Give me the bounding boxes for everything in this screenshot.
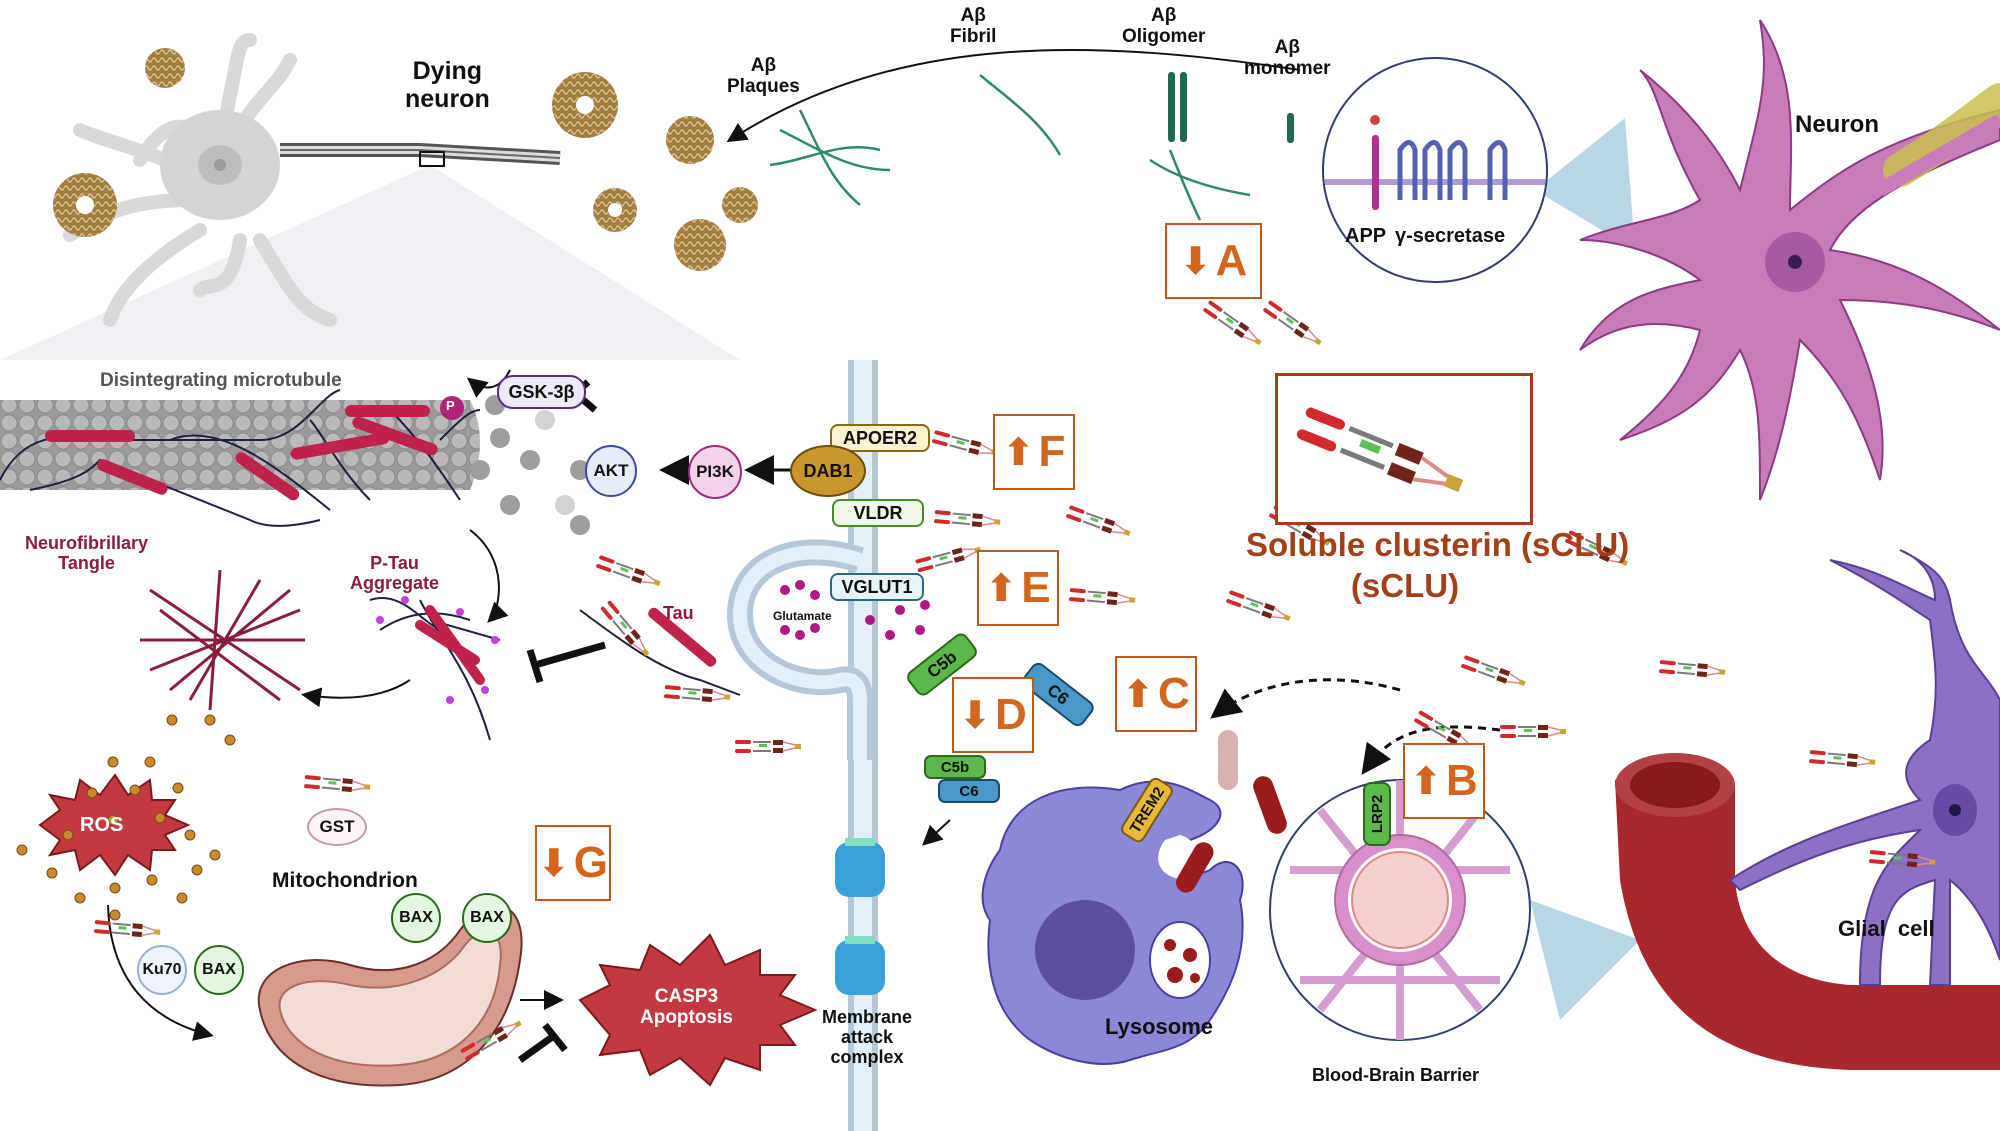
ros-label: ROS [80,814,124,836]
sclu-feature-box [1275,373,1533,525]
tau-label: Tau [663,603,694,623]
down-arrow-icon: ⬇ [1179,240,1212,283]
p-tau-aggregate [369,596,501,741]
neurofibrillary-tangle-label: Neurofibrillary Tangle [25,533,149,574]
abeta-fibrils [769,74,1251,221]
bax-node-1: BAX [391,893,441,943]
dying-neuron-illustration [63,33,561,327]
sclu-title: Soluble clusterin (sCLU) [1246,526,1630,563]
up-arrow-icon: ⬆ [1002,431,1035,474]
abeta-plaques-label: Aβ Plaques [727,55,800,98]
amyloid-plaques [53,48,758,271]
bax-node-2: BAX [462,893,512,943]
marker-c: ⬆C [1115,656,1197,732]
up-arrow-icon: ⬆ [985,567,1018,610]
abeta-fibril-label: Aβ Fibril [950,5,997,48]
marker-b: ⬆B [1403,743,1485,819]
bbb-label: Blood-Brain Barrier [1312,1065,1480,1085]
gamma-secretase-label: γ-secretase [1395,225,1506,247]
marker-a: ⬇A [1165,223,1262,299]
zoom-projection [0,165,740,360]
vglut1-transporter: VGLUT1 [830,573,924,601]
microtubule [0,389,590,535]
sclu-abbrev: (sCLU) [1350,567,1460,604]
lysosome-label: Lysosome [1105,1014,1214,1039]
membrane-attack-complex-label: Membrane attack complex [822,1007,913,1068]
vldr-receptor: VLDR [832,499,924,527]
abeta-monomer-label: Aβ monomer [1244,37,1331,80]
microglia-illustration [981,780,1244,1065]
phospho-icon [440,396,464,420]
dying-neuron-label: Dying neuron [405,57,490,113]
membrane-attack-complex-pores [835,838,885,995]
down-arrow-icon: ⬇ [537,842,570,885]
marker-e: ⬆E [977,550,1059,626]
marker-d: ⬇D [952,677,1034,753]
c6-bound: C6 [938,779,1000,803]
glutamate-vesicles [780,580,930,640]
abeta-oligomer [1168,72,1175,142]
cell-membrane [726,360,878,1131]
abeta-monomer [1287,113,1294,143]
c5b-bound: C5b [924,755,986,779]
microtubule-label: Disintegrating microtubule [100,370,342,391]
p-tau-aggregate-label: P-Tau Aggregate [350,553,440,594]
dab1-node: DAB1 [790,445,866,497]
glial-cell-label: Glial cell [1838,916,1935,941]
sclu-large-molecule-icon [1278,376,1530,522]
tau-strand [648,607,717,667]
casp3-burst [578,933,818,1087]
casp3-apoptosis-label: CASP3 Apoptosis [640,986,733,1029]
app-magnifier-circle [1322,57,1548,283]
abeta-aggregation-arrow [726,49,1301,143]
neuron-illustration [1579,19,2000,501]
ku70-node: Ku70 [137,945,187,995]
lrp2-receptor: LRP2 [1363,782,1391,846]
gsk3b-node: GSK-3β [497,375,586,409]
neurofibrillary-tangle [140,569,305,711]
mitochondrion-label: Mitochondrion [272,869,418,892]
pi3k-node: PI3K [688,445,742,499]
marker-f: ⬆F [993,414,1075,490]
abeta-oligomer-label: Aβ Oligomer [1122,5,1206,48]
marker-g: ⬇G [535,825,611,901]
up-arrow-icon: ⬆ [1410,760,1443,803]
glial-cell-illustration [1728,549,2000,986]
neuron-label: Neuron [1795,111,1879,138]
phospho-label: P [446,398,455,413]
blood-vessel-illustration [1615,753,2000,1070]
bax-node-ku70: BAX [194,945,244,995]
glutamate-label: Glutamate [773,609,832,623]
akt-node: AKT [585,445,637,497]
bbb-vessel-cross-section [1290,780,1510,1040]
up-arrow-icon: ⬆ [1122,673,1155,716]
down-arrow-icon: ⬇ [959,694,992,737]
bacterium [1253,776,1287,834]
apoer2-receptor: APOER2 [830,424,930,452]
gst-node: GST [307,808,367,846]
app-label: APP [1345,225,1387,247]
bacterium-pale [1218,730,1238,790]
ros-particles [16,714,236,921]
